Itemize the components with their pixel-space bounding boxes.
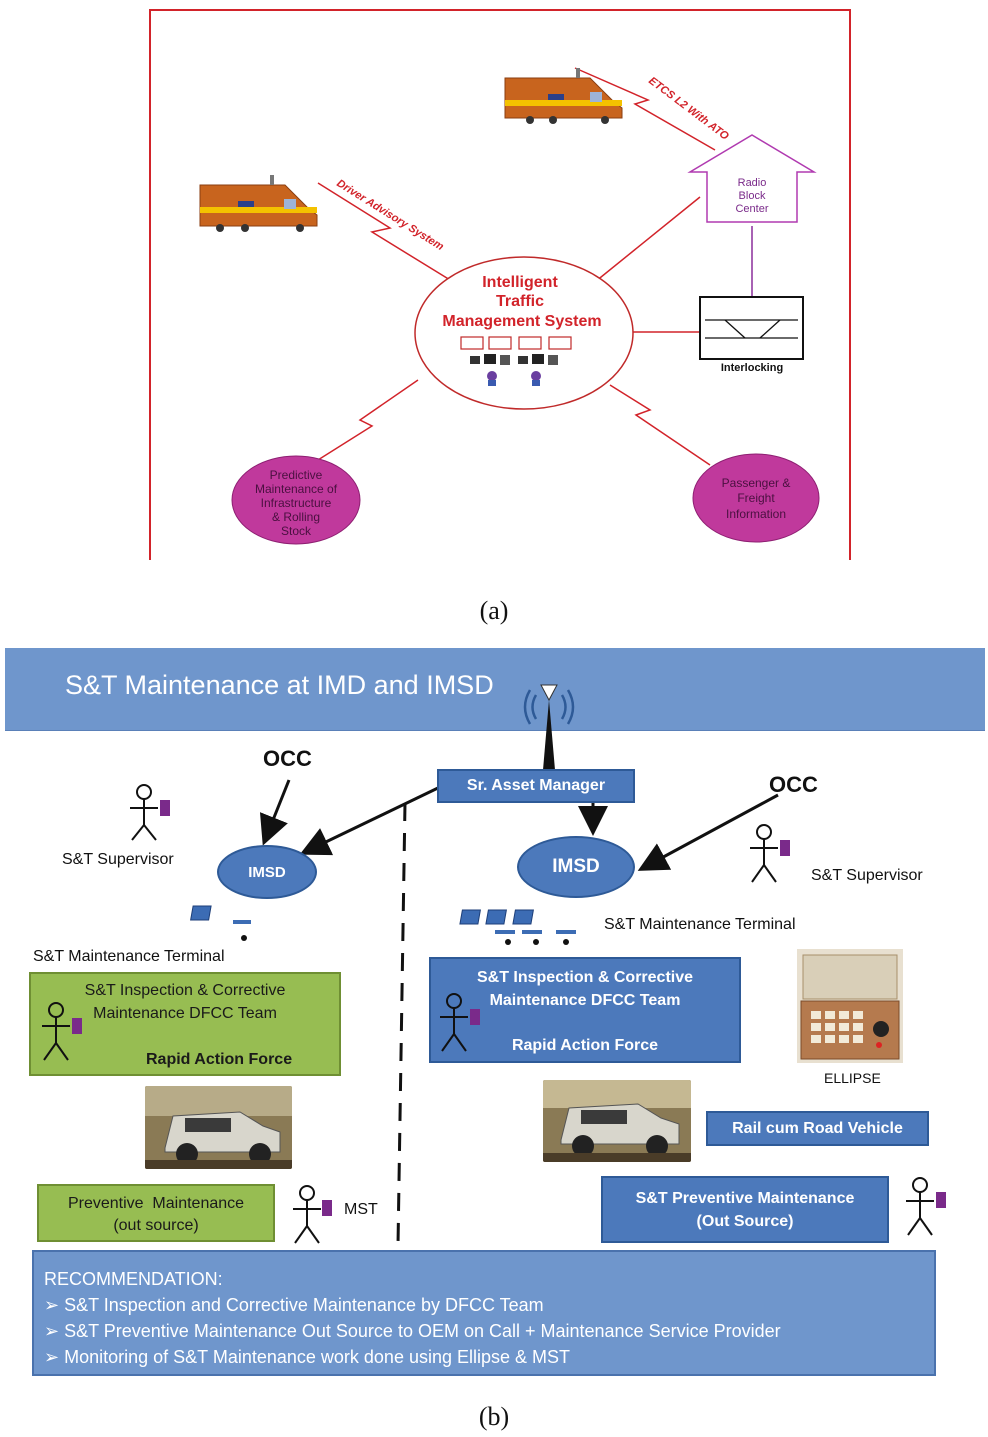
recommendation-title: RECOMMENDATION:	[44, 1269, 223, 1289]
green-team-box: S&T Inspection & Corrective Maintenance …	[29, 972, 341, 1076]
green-team-line3: Rapid Action Force	[146, 1051, 293, 1068]
arrow-bullet-icon: ➢	[44, 1321, 65, 1341]
caption-a: (a)	[479, 596, 509, 625]
diagram-a-frame	[149, 9, 851, 560]
green-preventive-line1: Preventive Maintenance	[67, 1195, 245, 1212]
blue-preventive-line2: (Out Source)	[696, 1213, 794, 1230]
terminal-left-icon	[190, 905, 251, 941]
arrow-bullet-icon: ➢	[44, 1347, 65, 1367]
interlocking-box	[699, 296, 804, 360]
recommendation-item: ➢ Monitoring of S&T Maintenance work don…	[44, 1344, 934, 1370]
arrow-occ-left	[259, 779, 291, 846]
blue-preventive-line1: S&T Preventive Maintenance	[635, 1190, 855, 1207]
recommendation-item: ➢ S&T Preventive Maintenance Out Source …	[44, 1318, 934, 1344]
asset-manager-box: Sr. Asset Manager	[437, 769, 635, 803]
arrow-bullet-icon: ➢	[44, 1295, 65, 1315]
green-preventive-box: Preventive Maintenance (out source)	[37, 1184, 275, 1242]
occ-left: OCC	[263, 746, 312, 771]
phone-icon	[322, 1200, 332, 1216]
passenger-line3: Information	[726, 507, 786, 521]
predictive-line4: & Rolling	[272, 510, 320, 524]
itms-line1: Intelligent	[482, 274, 558, 291]
blue-team-line3: Rapid Action Force	[511, 1037, 659, 1054]
itms-ellipse	[414, 256, 634, 410]
preventive-right-figure-icon	[906, 1177, 934, 1236]
rail-road-vehicle-left-image	[145, 1086, 292, 1169]
green-team-line1: S&T Inspection & Corrective	[84, 982, 286, 999]
rbc-house-icon	[687, 134, 817, 223]
itms-screens-icon	[460, 336, 572, 350]
occ-right: OCC	[769, 772, 818, 797]
link-driver-advisory	[317, 182, 456, 284]
arrow-manager-left	[299, 785, 441, 856]
blue-preventive-box: S&T Preventive Maintenance (Out Source)	[601, 1176, 889, 1243]
recommendation-item-text: S&T Preventive Maintenance Out Source to…	[64, 1321, 781, 1341]
link-passenger	[609, 384, 711, 466]
green-team-figure-icon	[42, 1002, 82, 1061]
phone-icon	[936, 1192, 946, 1208]
predictive-line3: Infrastructure	[261, 496, 332, 510]
imsd-left-node: IMSD	[217, 845, 317, 899]
imsd-right-label: IMSD	[552, 856, 600, 877]
phone-icon	[780, 840, 790, 856]
diagram-a-links	[309, 67, 716, 466]
terminal-left-label: S&T Maintenance Terminal	[33, 948, 225, 965]
divider-dashed	[396, 802, 407, 1246]
predictive-line2: Maintenance of	[255, 482, 338, 496]
supervisor-right-label: S&T Supervisor	[811, 867, 923, 884]
antenna-tower-icon	[523, 684, 575, 770]
ellipse-device-image	[797, 949, 903, 1063]
predictive-line1: Predictive	[270, 468, 323, 482]
diagram-a: Driver Advisory System ETCS L2 With ATO …	[149, 9, 851, 560]
recommendation-item-text: Monitoring of S&T Maintenance work done …	[64, 1347, 571, 1367]
supervisor-left-figure-icon	[130, 784, 158, 841]
blue-team-figure-icon	[440, 993, 480, 1052]
arrow-occ-right	[637, 793, 779, 871]
banner: S&T Maintenance at IMD and IMSD	[5, 648, 985, 731]
green-preventive-line2: (out source)	[113, 1217, 199, 1234]
rbc-line2: Block	[739, 190, 766, 202]
interlocking-label: Interlocking	[721, 362, 783, 374]
terminal-right-icon	[459, 909, 576, 945]
recommendation-item-text: S&T Inspection and Corrective Maintenanc…	[64, 1295, 544, 1315]
link-predictive	[309, 379, 419, 466]
rail-road-vehicle-box: Rail cum Road Vehicle	[706, 1111, 929, 1146]
itms-operators-icon	[470, 354, 558, 386]
terminal-right-label: S&T Maintenance Terminal	[604, 916, 796, 933]
blue-team-line2: Maintenance DFCC Team	[489, 992, 681, 1009]
banner-title: S&T Maintenance at IMD and IMSD	[65, 670, 494, 700]
train-left-icon	[199, 175, 318, 232]
blue-team-box: S&T Inspection & Corrective Maintenance …	[429, 957, 741, 1063]
imsd-left-label: IMSD	[248, 863, 286, 881]
passenger-line1: Passenger &	[722, 476, 791, 490]
interlocking-tracks-icon	[705, 319, 798, 339]
imsd-right-node: IMSD	[517, 836, 635, 898]
blue-team-line1: S&T Inspection & Corrective	[476, 969, 694, 986]
link-etcs-label: ETCS L2 With ATO	[646, 75, 731, 143]
train-top-icon	[504, 68, 623, 124]
passenger-circle	[692, 453, 820, 543]
passenger-line2: Freight	[737, 491, 775, 505]
mst-label: MST	[344, 1201, 378, 1218]
ellipse-label: ELLIPSE	[824, 1070, 881, 1086]
itms-line2: Traffic	[496, 293, 544, 310]
link-etcs	[574, 67, 716, 151]
link-das-label: Driver Advisory System	[334, 177, 445, 253]
rail-road-vehicle-right-image	[543, 1080, 691, 1162]
phone-icon	[160, 800, 170, 816]
diagram-b-connectors	[130, 684, 946, 1246]
link-center-rbc	[584, 196, 701, 291]
recommendation-item: ➢ S&T Inspection and Corrective Maintena…	[44, 1292, 934, 1318]
supervisor-left-label: S&T Supervisor	[62, 851, 174, 868]
caption-b: (b)	[478, 1402, 510, 1431]
predictive-line5: Stock	[281, 524, 312, 538]
rbc-line1: Radio	[738, 177, 767, 189]
rbc-line3: Center	[735, 203, 768, 215]
mst-figure-icon	[293, 1185, 321, 1244]
recommendation-box: RECOMMENDATION: ➢ S&T Inspection and Cor…	[32, 1250, 936, 1376]
supervisor-right-figure-icon	[750, 824, 778, 883]
itms-line3: Management System	[442, 313, 601, 330]
green-team-line2: Maintenance DFCC Team	[93, 1005, 277, 1022]
predictive-circle	[231, 455, 361, 545]
